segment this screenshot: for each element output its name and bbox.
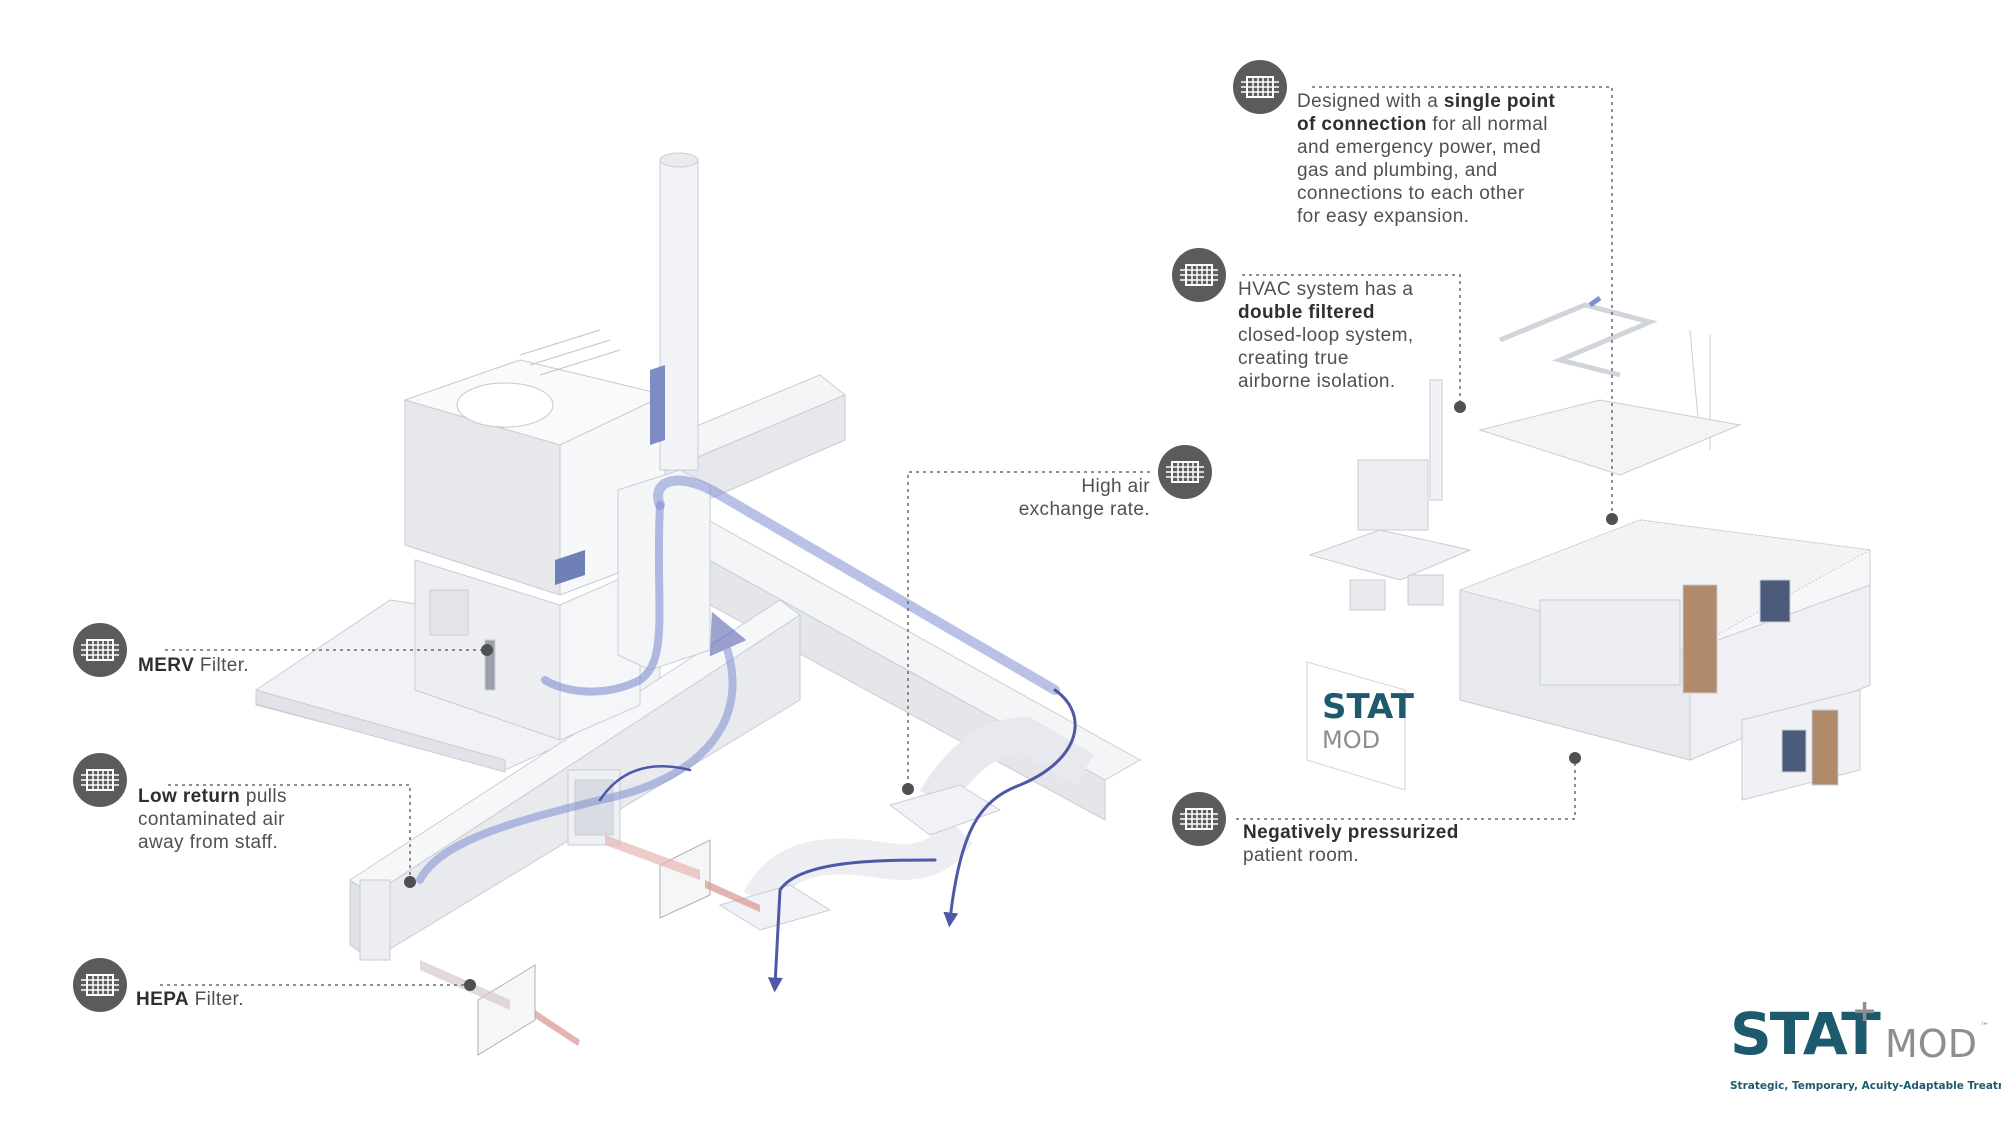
leader-lines <box>160 86 1613 986</box>
low-return-callout: Low return pulls contaminated air away f… <box>138 785 287 854</box>
low-return-line3: away from staff. <box>138 832 279 853</box>
hvac-line3: closed-loop system, <box>1238 325 1414 346</box>
low-return-rest: pulls <box>240 786 287 807</box>
sign-stat-text: STAT <box>1322 687 1415 727</box>
merv-filter-icon <box>73 623 127 677</box>
low-return-bold: Low return <box>138 786 241 807</box>
low-return-filter-icon <box>73 753 127 807</box>
connection-callout: Designed with a single point of connecti… <box>1297 90 1555 228</box>
hepa-bold: HEPA <box>136 989 189 1010</box>
air-exchange-line2: exchange rate. <box>1018 499 1150 520</box>
statmod-logo: STAT MOD ™ + Strategic, Temporary, Acuit… <box>1730 994 2001 1110</box>
air-exchange-callout: High air exchange rate. <box>960 475 1150 521</box>
hvac-line4: creating true <box>1238 348 1349 369</box>
connection-line6: for easy expansion. <box>1297 206 1470 227</box>
negative-pressure-filter-icon <box>1172 792 1226 846</box>
connection-filter-icon <box>1233 60 1287 114</box>
merv-callout: MERV Filter. <box>138 654 249 677</box>
plus-icon: + <box>1852 994 1878 1029</box>
negative-pressure-callout: Negatively pressurized patient room. <box>1243 821 1459 867</box>
connection-line2-rest: for all normal <box>1426 114 1548 135</box>
logo-tagline: Strategic, Temporary, Acuity-Adaptable T… <box>1730 1080 2001 1092</box>
hvac-callout: HVAC system has a double filtered closed… <box>1238 278 1414 393</box>
negative-bold: Negatively pressurized <box>1243 822 1459 843</box>
hvac-filter-icon <box>1172 248 1226 302</box>
logo-tm: ™ <box>1980 1022 1989 1032</box>
connection-line2-bold: of connection <box>1297 114 1427 135</box>
connection-line1-bold: single point <box>1443 91 1556 112</box>
hepa-callout: HEPA Filter. <box>136 988 244 1011</box>
air-exchange-filter-icon <box>1158 445 1212 499</box>
leader-dots <box>404 401 1618 991</box>
merv-bold: MERV <box>138 655 195 676</box>
hvac-line2-bold: double filtered <box>1238 302 1375 323</box>
hepa-filter-icon <box>73 958 127 1012</box>
connection-line3: and emergency power, med <box>1297 137 1542 158</box>
negative-line2: patient room. <box>1243 845 1360 866</box>
logo-stat: STAT <box>1730 1000 1881 1068</box>
low-return-line2: contaminated air <box>138 809 285 830</box>
hvac-assembly <box>255 152 1142 1056</box>
hepa-rest: Filter. <box>188 989 244 1010</box>
hvac-line1: HVAC system has a <box>1238 279 1414 300</box>
sign-mod-text: MOD <box>1322 726 1380 754</box>
airflow-arrows <box>416 475 1077 993</box>
hvac-line5: airborne isolation. <box>1238 371 1396 392</box>
connection-line4: gas and plumbing, and <box>1297 160 1498 181</box>
connection-line1-pre: Designed with a <box>1297 91 1444 112</box>
logo-mod: MOD <box>1885 1022 1977 1066</box>
connection-line5: connections to each other <box>1297 183 1525 204</box>
merv-rest: Filter. <box>194 655 250 676</box>
air-exchange-line1: High air <box>1081 476 1150 497</box>
patient-module <box>1306 295 1872 801</box>
